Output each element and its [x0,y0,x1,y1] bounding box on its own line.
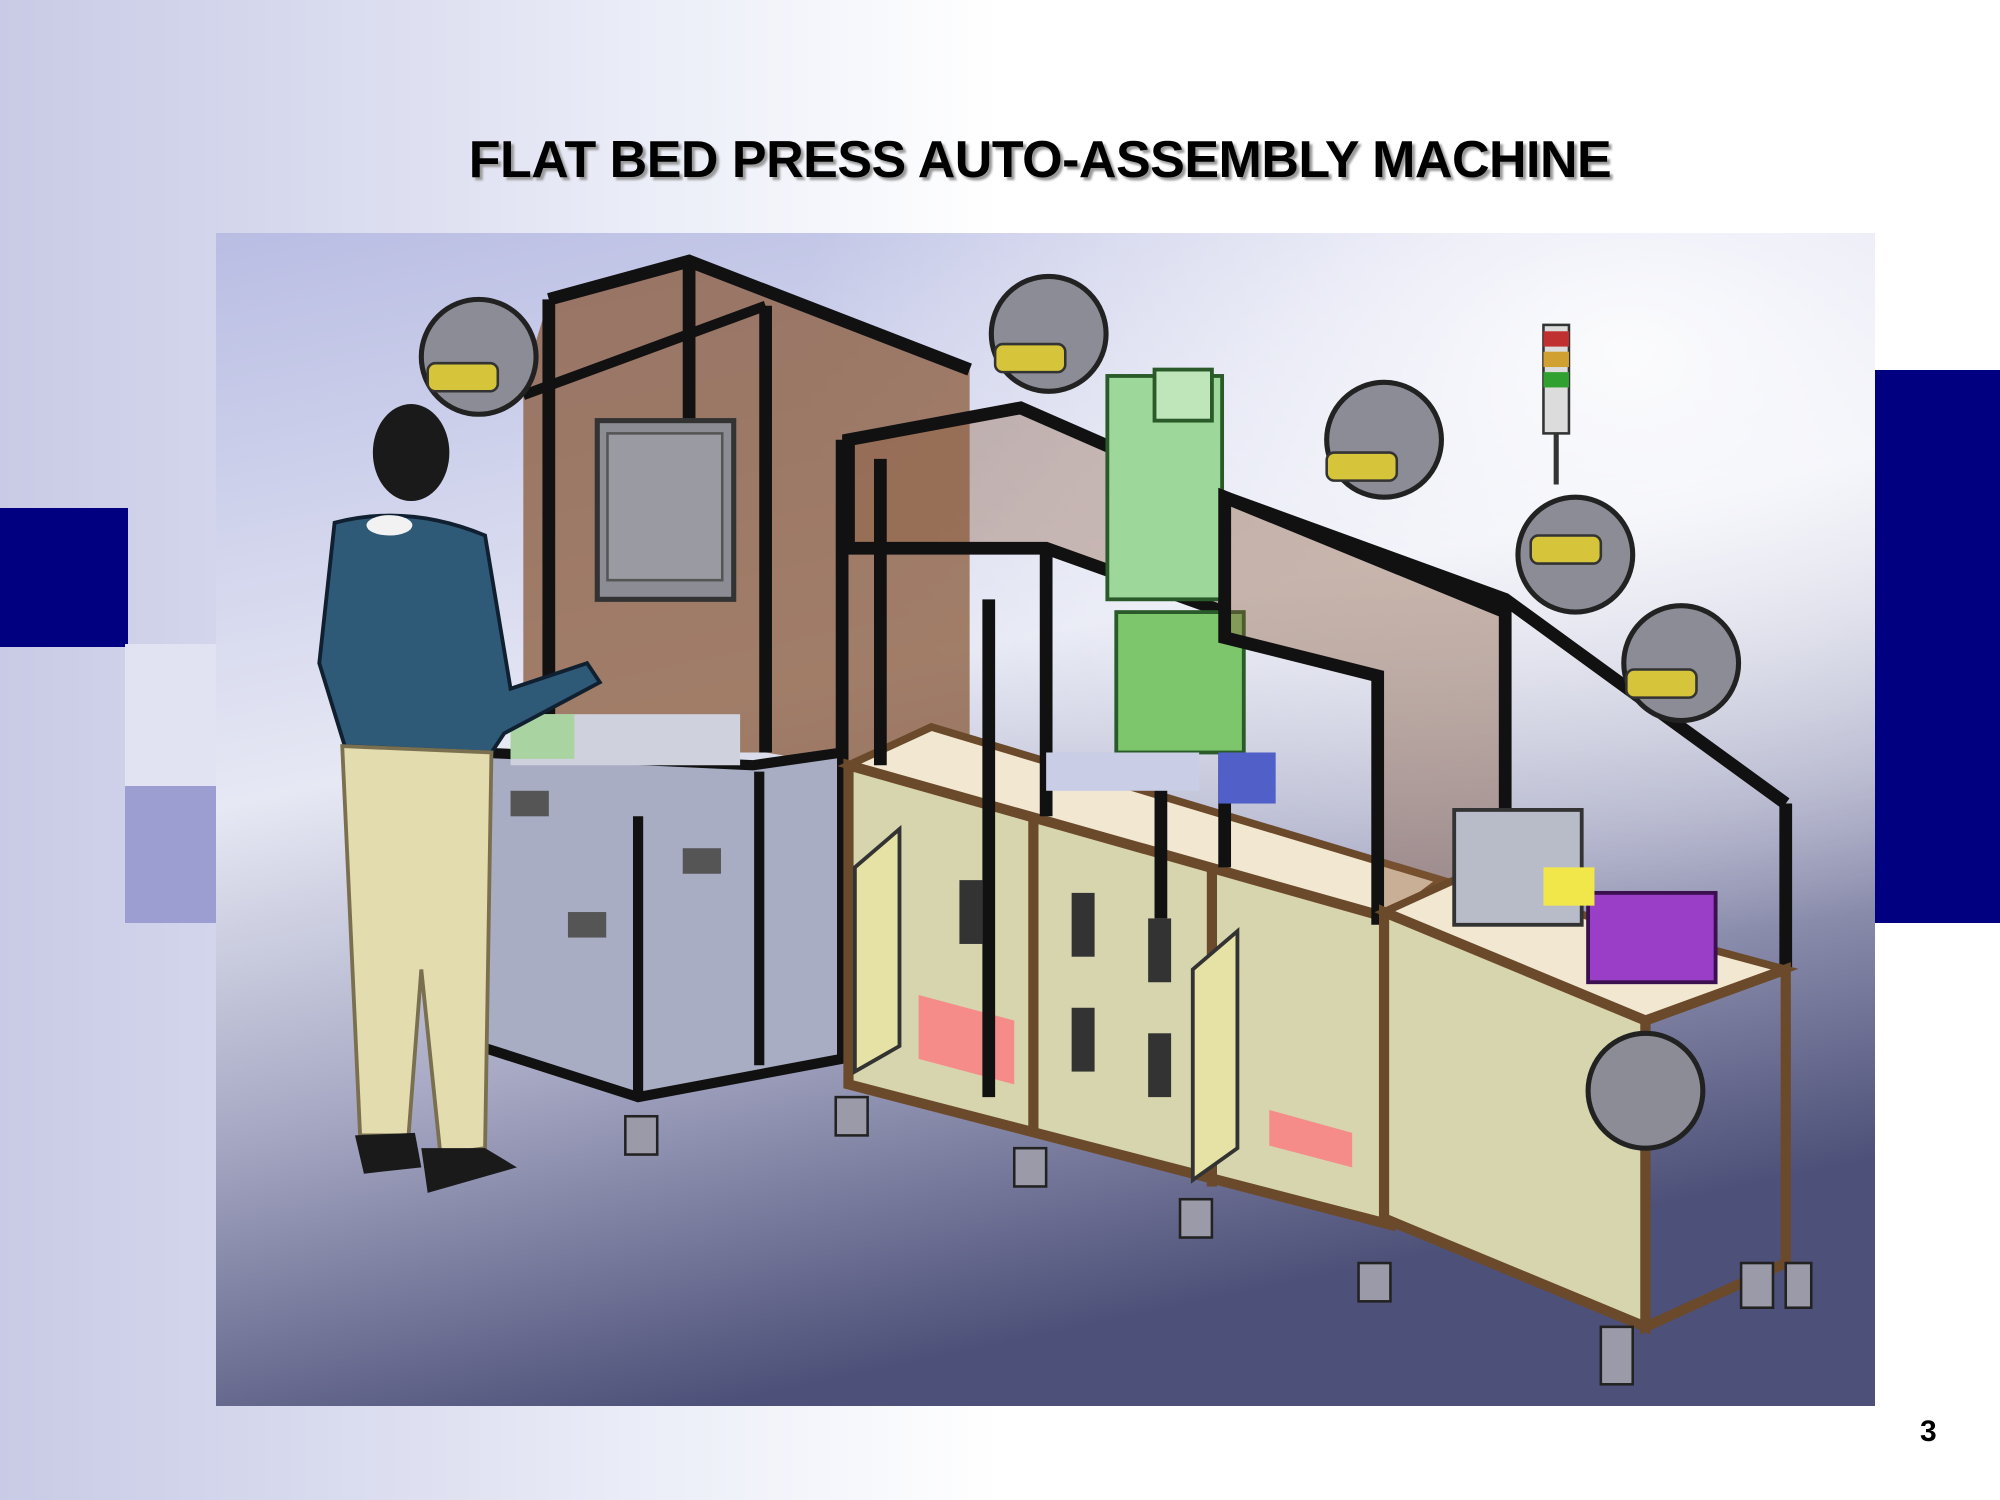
left-cabinet [473,714,848,1103]
left-enclosure [521,254,972,766]
leveling-feet [624,1095,1813,1386]
right-section [1218,323,1799,1335]
page-number: 3 [1920,1415,1937,1448]
decor-block-dark-left [0,508,128,647]
reel [1585,1030,1706,1151]
press-unit [1046,367,1276,804]
slide-title: FLAT BED PRESS AUTO-ASSEMBLY MACHINE [468,131,1612,189]
operator-figure [317,404,603,1193]
machine-illustration [216,233,1875,1406]
reel [988,273,1109,394]
decor-block-dark-right [1875,370,2000,923]
decor-block-light-left [125,644,216,786]
reel [1621,603,1742,724]
purple-box [1586,890,1718,985]
decor-block-mid-left [125,786,216,923]
reel [418,296,539,417]
